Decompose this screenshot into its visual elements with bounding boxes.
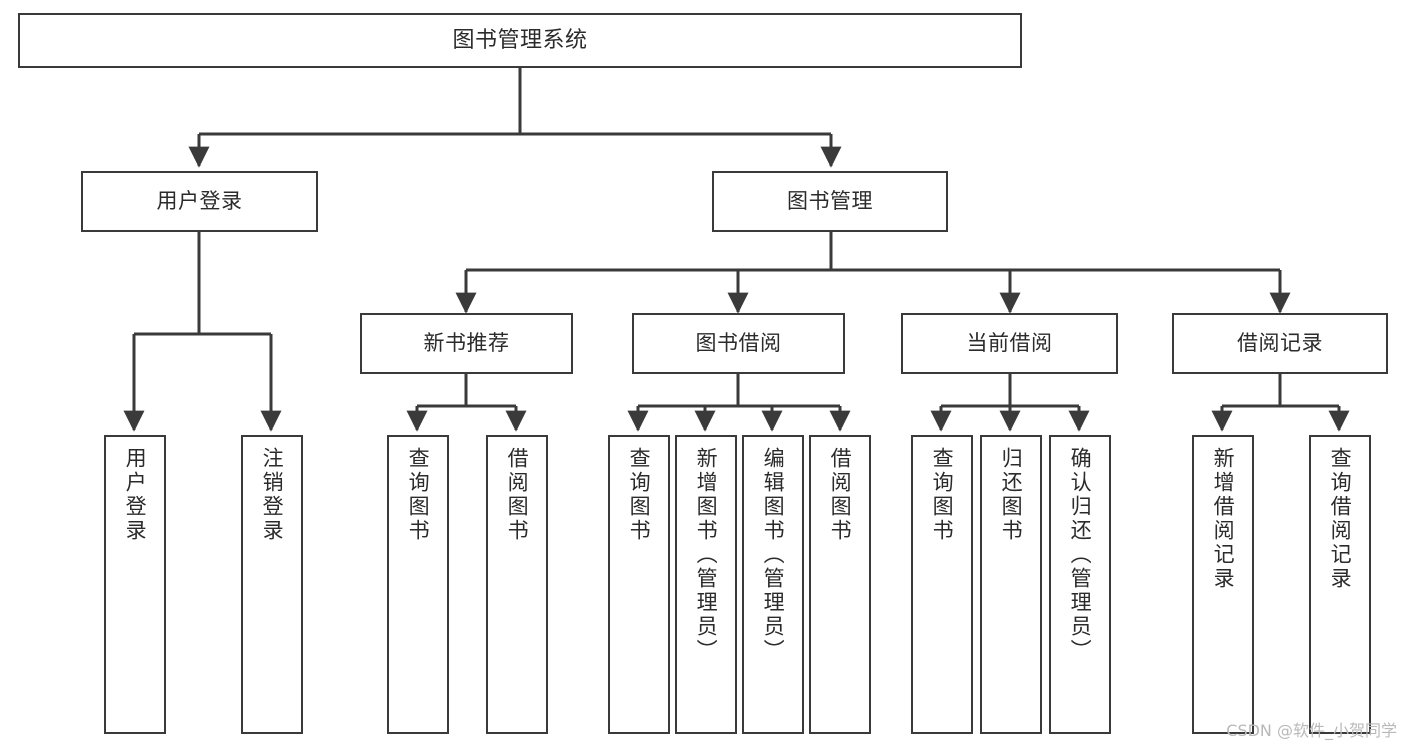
node-label: 编辑图书（管理员） xyxy=(761,447,786,663)
leaf-user-login-login[interactable]: 用户登录 xyxy=(104,435,166,734)
node-label: 查询图书 xyxy=(627,447,652,543)
leaf-book-borrow-add-admin[interactable]: 新增图书（管理员） xyxy=(675,435,737,734)
node-label: 归还图书 xyxy=(999,447,1024,543)
leaf-current-borrow-confirm-return-admin[interactable]: 确认归还（管理员） xyxy=(1049,435,1111,734)
leaf-borrow-record-add[interactable]: 新增借阅记录 xyxy=(1192,435,1254,734)
node-label: 新书推荐 xyxy=(423,331,510,356)
node-borrow-record[interactable]: 借阅记录 xyxy=(1172,313,1388,374)
node-label: 借阅图书 xyxy=(505,447,530,543)
leaf-new-book-borrow[interactable]: 借阅图书 xyxy=(486,435,548,734)
leaf-book-borrow-query[interactable]: 查询图书 xyxy=(608,435,670,734)
node-label: 用户登录 xyxy=(156,189,243,214)
leaf-current-borrow-return[interactable]: 归还图书 xyxy=(980,435,1042,734)
node-label: 新增图书（管理员） xyxy=(694,447,719,663)
csdn-watermark: CSDN @软件_小贺同学 xyxy=(1226,721,1397,740)
leaf-current-borrow-query[interactable]: 查询图书 xyxy=(911,435,973,734)
leaf-book-borrow-edit-admin[interactable]: 编辑图书（管理员） xyxy=(742,435,804,734)
node-label: 查询图书 xyxy=(930,447,955,543)
node-label: 图书管理 xyxy=(787,189,873,214)
leaf-user-login-logout[interactable]: 注销登录 xyxy=(241,435,303,734)
node-book-borrow[interactable]: 图书借阅 xyxy=(632,313,845,374)
node-label: 图书管理系统 xyxy=(452,27,588,53)
node-label: 借阅记录 xyxy=(1237,331,1323,356)
node-root-book-management-system[interactable]: 图书管理系统 xyxy=(18,13,1022,68)
node-label: 新增借阅记录 xyxy=(1211,447,1236,591)
node-current-borrow[interactable]: 当前借阅 xyxy=(901,313,1118,374)
leaf-borrow-record-query[interactable]: 查询借阅记录 xyxy=(1309,435,1371,734)
node-label: 图书借阅 xyxy=(695,331,782,356)
node-label: 注销登录 xyxy=(260,447,285,543)
leaf-new-book-query[interactable]: 查询图书 xyxy=(387,435,449,734)
node-book-management[interactable]: 图书管理 xyxy=(712,171,948,232)
node-label: 当前借阅 xyxy=(966,331,1053,356)
node-label: 确认归还（管理员） xyxy=(1068,447,1093,663)
node-label: 查询图书 xyxy=(406,447,431,543)
node-label: 借阅图书 xyxy=(828,447,853,543)
node-user-login[interactable]: 用户登录 xyxy=(81,171,318,232)
node-label: 用户登录 xyxy=(123,447,148,543)
node-label: 查询借阅记录 xyxy=(1328,447,1353,591)
node-new-book-recommend[interactable]: 新书推荐 xyxy=(360,313,573,374)
leaf-book-borrow-borrow[interactable]: 借阅图书 xyxy=(809,435,871,734)
